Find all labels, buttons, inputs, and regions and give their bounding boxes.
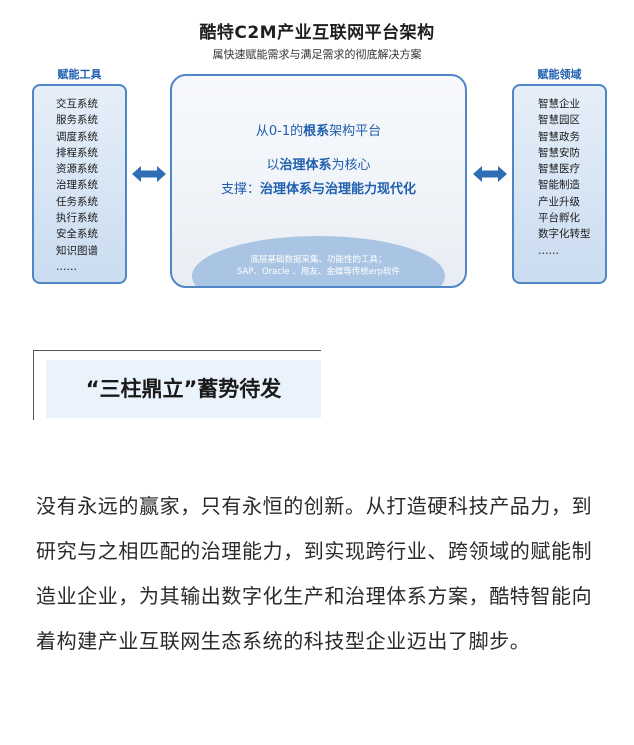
- section-heading-background: [46, 360, 321, 418]
- right-panel-list: 智慧企业智慧园区智慧政务智慧安防智慧医疗智能制造产业升级平台孵化数字化转型 ……: [514, 96, 605, 259]
- left-panel-item: 任务系统: [56, 195, 98, 208]
- left-panel-list: 交互系统服务系统调度系统排程系统资源系统治理系统任务系统执行系统安全系统知识图谱…: [34, 96, 125, 275]
- right-panel-item: 智能制造: [538, 179, 580, 192]
- section-heading-frame: [33, 350, 321, 420]
- right-panel-item: 数字化转型: [538, 228, 591, 241]
- left-panel-item: 知识图谱: [56, 244, 98, 257]
- left-panel-item: 调度系统: [56, 130, 98, 143]
- center-line-1: 从0-1的根系架构平台: [172, 120, 465, 139]
- center-line-2-post: 为核心: [331, 158, 371, 173]
- right-double-arrow-icon: [473, 166, 507, 182]
- right-panel-item: 产业升级: [538, 195, 580, 208]
- right-panel-item: 平台孵化: [538, 212, 580, 225]
- right-panel-item: 智慧安防: [538, 146, 580, 159]
- left-panel-item: 安全系统: [56, 228, 98, 241]
- left-panel-item: 服务系统: [56, 114, 98, 127]
- right-panel-item: 智慧政务: [538, 130, 580, 143]
- diagram-subtitle: 属快速赋能需求与满足需求的彻底解决方案: [212, 48, 422, 61]
- right-panel-item: 智慧企业: [538, 98, 580, 110]
- left-panel: 交互系统服务系统调度系统排程系统资源系统治理系统任务系统执行系统安全系统知识图谱…: [32, 84, 127, 284]
- left-panel-item: 交互系统: [56, 98, 98, 110]
- center-line-2-pre: 以: [266, 158, 280, 173]
- center-line-3-bold: 治理体系与治理能力现代化: [260, 182, 417, 197]
- center-line-3-pre: 支撑：: [220, 182, 260, 197]
- left-panel-item: 治理系统: [56, 179, 98, 192]
- center-line-2: 以治理体系为核心: [172, 154, 465, 173]
- right-panel: 智慧企业智慧园区智慧政务智慧安防智慧医疗智能制造产业升级平台孵化数字化转型 ……: [512, 84, 607, 284]
- base-layer-text-1: 底层基础数据采集、功能性的工具；: [250, 255, 387, 265]
- center-line-1-post: 架构平台: [329, 124, 382, 139]
- right-panel-item: ……: [538, 244, 559, 257]
- left-panel-item: ……: [56, 260, 77, 273]
- section-heading: “三柱鼎立”蓄势待发: [85, 377, 282, 401]
- right-panel-item: 智慧医疗: [538, 163, 580, 176]
- center-line-2-bold: 治理体系: [279, 158, 332, 173]
- left-panel-item: 排程系统: [56, 146, 98, 159]
- left-panel-title: 赋能工具: [57, 68, 102, 81]
- center-platform-box: 从0-1的根系架构平台 以治理体系为核心 支撑：治理体系与治理能力现代化 底层基…: [170, 74, 467, 288]
- center-line-1-bold: 根系: [303, 124, 330, 139]
- body-paragraph: 没有永远的赢家，只有永恒的创新。从打造硬科技产品力，到研究与之相匹配的治理能力，…: [36, 494, 593, 653]
- diagram-title: 酷特C2M产业互联网平台架构: [199, 23, 435, 43]
- left-panel-item: 执行系统: [56, 212, 98, 225]
- left-double-arrow-icon: [132, 166, 166, 182]
- center-line-1-pre: 从0-1的: [255, 124, 304, 139]
- base-layer-text-2: SAP、Oracle 、用友、金蝶等传统erp软件: [237, 267, 400, 277]
- center-line-3: 支撑：治理体系与治理能力现代化: [172, 178, 465, 197]
- right-panel-item: 智慧园区: [538, 114, 580, 127]
- left-panel-item: 资源系统: [56, 163, 98, 176]
- right-panel-title: 赋能领域: [537, 68, 582, 81]
